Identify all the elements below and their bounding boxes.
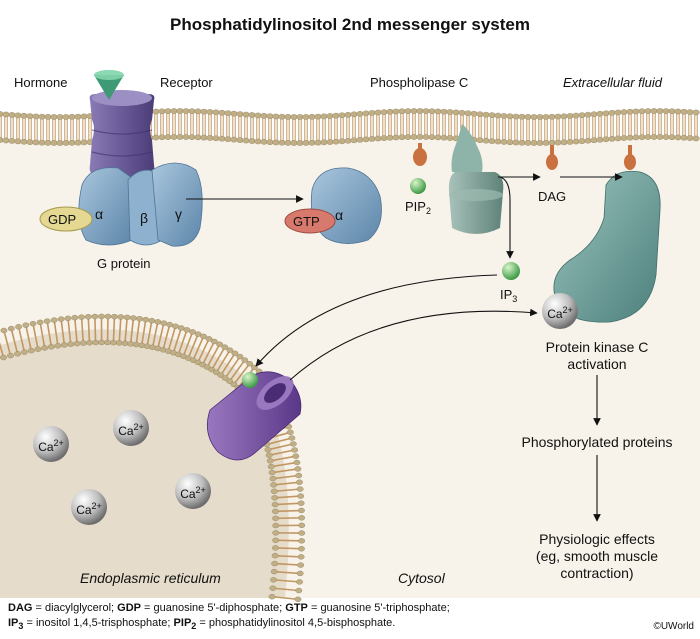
- legend-line-2: IP3 = inositol 1,4,5-trisphosphate; PIP2…: [8, 616, 450, 634]
- label-ip3-text: IP: [500, 287, 513, 302]
- label-g-alpha: α: [95, 206, 104, 222]
- label-calcium: Ca2+: [175, 483, 211, 502]
- calcium-ion: [113, 410, 149, 446]
- label-calcium-text: Ca: [547, 307, 563, 321]
- label-receptor: Receptor: [160, 75, 213, 90]
- label-calcium-text: Ca: [76, 503, 92, 517]
- label-g-beta: β: [140, 210, 149, 226]
- label-calcium-charge: 2+: [195, 485, 206, 495]
- label-gtp: GTP: [293, 214, 320, 229]
- calcium-ion: [71, 489, 107, 525]
- calcium-ion: [33, 426, 69, 462]
- label-endoplasmic-reticulum: Endoplasmic reticulum: [80, 570, 221, 586]
- arrow-plc-to-ip3: [499, 176, 514, 259]
- abbreviation-legend: DAG = diacylglycerol; GDP = guanosine 5'…: [8, 601, 450, 634]
- label-calcium: Ca2+: [33, 436, 69, 455]
- label-calcium-charge: 2+: [562, 305, 573, 315]
- label-calcium: Ca2+: [71, 499, 107, 518]
- g-protein: [78, 162, 203, 247]
- legend-line-1: DAG = diacylglycerol; GDP = guanosine 5'…: [8, 601, 450, 616]
- receptor: [89, 90, 155, 177]
- legend-definition: = phosphatidylinositol 4,5-bisphosphate.: [196, 617, 396, 629]
- label-gdp: GDP: [48, 212, 77, 227]
- label-calcium-text: Ca: [180, 487, 196, 501]
- protein-kinase-c: [553, 170, 661, 323]
- gdp-molecule: [39, 206, 93, 232]
- label-calcium-charge: 2+: [91, 501, 102, 511]
- legend-term: DAG: [8, 602, 33, 614]
- legend-definition: = guanosine 5'-triphosphate;: [307, 602, 450, 614]
- label-calcium-charge: 2+: [133, 422, 144, 432]
- dag-lipid-pkc: [624, 145, 636, 170]
- ip3-molecule: [502, 262, 520, 280]
- label-activated-alpha: α: [335, 207, 344, 223]
- legend-definition: = inositol 1,4,5-trisphosphate;: [23, 617, 174, 629]
- legend-term-subscript: 3: [18, 621, 24, 631]
- label-hormone: Hormone: [14, 75, 68, 90]
- calcium-ion: [175, 473, 211, 509]
- label-g-protein: G protein: [97, 256, 151, 271]
- diagram-title: Phosphatidylinositol 2nd messenger syste…: [170, 15, 530, 34]
- label-cytosol: Cytosol: [398, 570, 445, 586]
- phospholipase-c: [448, 124, 504, 234]
- label-ip3-subscript: 3: [512, 294, 518, 304]
- dag-lipid: [546, 145, 558, 170]
- label-ip3: IP3: [500, 287, 517, 307]
- label-calcium-pkc: Ca2+: [542, 303, 578, 322]
- ip3-bound: [242, 372, 258, 388]
- pip2-lipid: [410, 143, 427, 194]
- label-pip2: PIP2: [405, 199, 431, 219]
- gtp-molecule: [284, 208, 336, 234]
- label-physiologic-effects: Physiologic effects (eg, smooth muscle c…: [535, 531, 659, 581]
- legend-term: GTP: [285, 602, 308, 614]
- legend-term: GDP: [117, 602, 141, 614]
- ip3-receptor-channel: [206, 371, 302, 461]
- copyright: ©UWorld: [653, 621, 694, 632]
- label-pip2-text: PIP: [405, 199, 426, 214]
- label-dag: DAG: [538, 189, 567, 204]
- label-pkc-activation: Protein kinase C activation: [545, 339, 649, 372]
- label-g-gamma: γ: [175, 206, 182, 222]
- arrow-ip3-to-channel: [255, 274, 498, 367]
- label-calcium-charge: 2+: [53, 438, 64, 448]
- legend-term-subscript: 2: [191, 621, 197, 631]
- hormone: [94, 70, 124, 100]
- label-phospholipase-c: Phospholipase C: [370, 75, 469, 90]
- label-pip2-subscript: 2: [425, 206, 431, 216]
- g-gamma-subunit: [151, 162, 203, 247]
- label-calcium: Ca2+: [113, 420, 149, 439]
- arrow-channel-to-calcium: [289, 308, 538, 381]
- er-membrane: [0, 313, 306, 603]
- calcium-ion-pkc: [542, 293, 578, 329]
- label-calcium-text: Ca: [118, 424, 134, 438]
- legend-term: IP: [8, 617, 19, 629]
- label-extracellular-fluid: Extracellular fluid: [563, 75, 662, 90]
- label-calcium-text: Ca: [38, 440, 54, 454]
- legend-definition: = diacylglycerol;: [32, 602, 118, 614]
- g-alpha-subunit: [78, 167, 133, 246]
- legend-definition: = guanosine 5'-diphosphate;: [140, 602, 286, 614]
- pathway-arrows: [186, 173, 623, 522]
- legend-term: PIP: [173, 617, 192, 629]
- er-lumen: [0, 329, 289, 598]
- label-phosphorylated-proteins: Phosphorylated proteins: [521, 434, 673, 450]
